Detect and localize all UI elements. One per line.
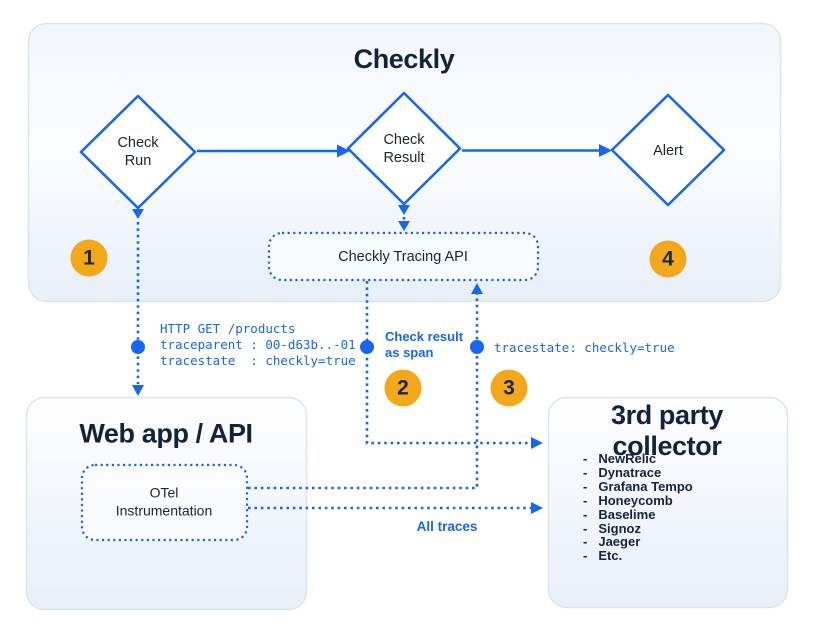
arrow-check-run-to-web-app: [131, 209, 145, 396]
alert-label: Alert: [653, 142, 683, 159]
arrow-check-result-to-alert: [462, 144, 612, 157]
vendor-item: Baselime: [583, 507, 693, 522]
all-traces-annotation: All traces: [416, 519, 478, 534]
arrow-tracing-api-to-collector: [360, 281, 543, 449]
vendor-item: Etc.: [583, 549, 693, 563]
check-result-label: Check Result: [383, 131, 425, 166]
step-badge-4: 4: [649, 240, 687, 278]
arrow-otel-to-collector-all-traces: [248, 502, 543, 514]
vendor-item: Grafana Tempo: [583, 479, 692, 494]
otel-instrumentation-label: OTel Instrumentation: [115, 484, 213, 519]
step-badge-2: 2: [384, 369, 422, 407]
arrow-check-result-to-tracing-api: [398, 205, 410, 231]
trace-point-3: [470, 340, 484, 354]
step-badge-3: 3: [490, 369, 528, 407]
vendor-item: Jaeger: [583, 535, 693, 549]
otel-box: [80, 463, 249, 542]
tracing-api-label: Checkly Tracing API: [338, 249, 468, 265]
trace-point-2: [360, 340, 374, 354]
checkly-title: Checkly: [353, 44, 455, 74]
vendor-item: Honeycomb: [583, 493, 693, 508]
http-request-annotation: HTTP GET /products traceparent : 00-d63b…: [160, 321, 356, 368]
check-result-as-span-annotation: Check result as span: [385, 329, 464, 360]
vendor-item: NewRelic: [583, 452, 693, 466]
tracing-api-box: [267, 231, 540, 282]
arrow-check-run-to-check-result: [197, 144, 350, 158]
diamond-check-run: [79, 94, 197, 210]
step-badge-1: 1: [70, 239, 108, 277]
diamond-alert: [610, 93, 726, 207]
diamond-check-result: [346, 91, 462, 206]
tracestate-annotation: tracestate: checkly=true: [494, 340, 675, 355]
vendor-item: Signoz: [583, 521, 693, 536]
vendor-list: NewRelic Dynatrace Grafana Tempo Honeyco…: [583, 452, 693, 563]
vendor-item: Dynatrace: [583, 466, 693, 480]
web-app-title: Web app / API: [79, 418, 253, 449]
check-run-label: Check Run: [117, 134, 159, 169]
trace-point-1: [131, 340, 145, 354]
arrow-otel-to-tracing-api: [248, 283, 484, 490]
